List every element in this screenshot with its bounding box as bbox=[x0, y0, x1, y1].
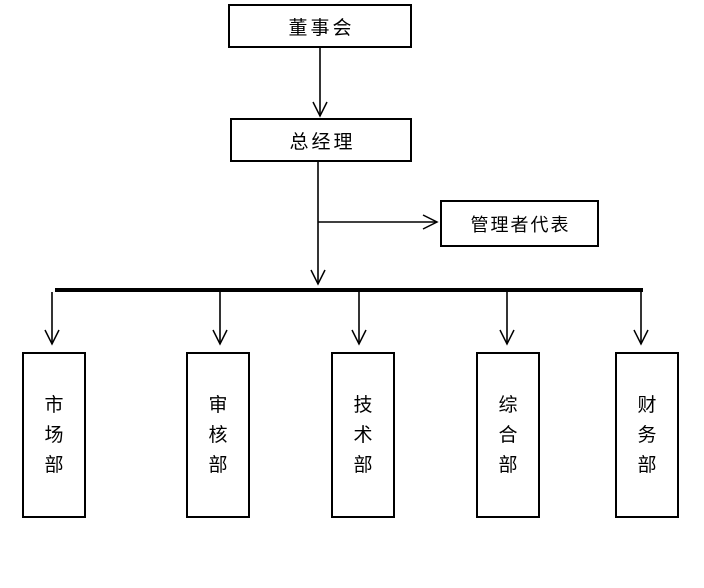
dept-label-char: 部 bbox=[208, 454, 228, 476]
node-management-representative: 管理者代表 bbox=[440, 200, 599, 247]
dept-label-char: 部 bbox=[637, 454, 657, 476]
node-gm-label: 总经理 bbox=[289, 131, 356, 153]
dept-label-char: 财 bbox=[637, 394, 657, 416]
dept-label-char: 综 bbox=[498, 394, 518, 416]
node-dept-audit: 审 核 部 bbox=[186, 352, 250, 518]
dept-label-char: 部 bbox=[44, 454, 64, 476]
dept-label-char: 务 bbox=[637, 424, 657, 446]
dept-label-char: 审 bbox=[208, 394, 228, 416]
node-dept-technology: 技 术 部 bbox=[331, 352, 395, 518]
dept-label-char: 市 bbox=[44, 394, 64, 416]
dept-label-char: 核 bbox=[208, 424, 228, 446]
node-dept-finance: 财 务 部 bbox=[615, 352, 679, 518]
dept-label-char: 部 bbox=[353, 454, 373, 476]
dept-label-char: 场 bbox=[44, 424, 64, 446]
dept-label-char: 部 bbox=[498, 454, 518, 476]
node-board-label: 董事会 bbox=[288, 17, 355, 39]
dept-label-char: 技 bbox=[353, 394, 373, 416]
node-dept-marketing: 市 场 部 bbox=[22, 352, 86, 518]
dept-label-char: 术 bbox=[353, 424, 373, 446]
dept-label-char: 合 bbox=[498, 424, 518, 446]
node-general-manager: 总经理 bbox=[230, 118, 412, 162]
node-rep-label: 管理者代表 bbox=[470, 214, 571, 235]
node-board-of-directors: 董事会 bbox=[228, 4, 412, 48]
node-dept-general-affairs: 综 合 部 bbox=[476, 352, 540, 518]
